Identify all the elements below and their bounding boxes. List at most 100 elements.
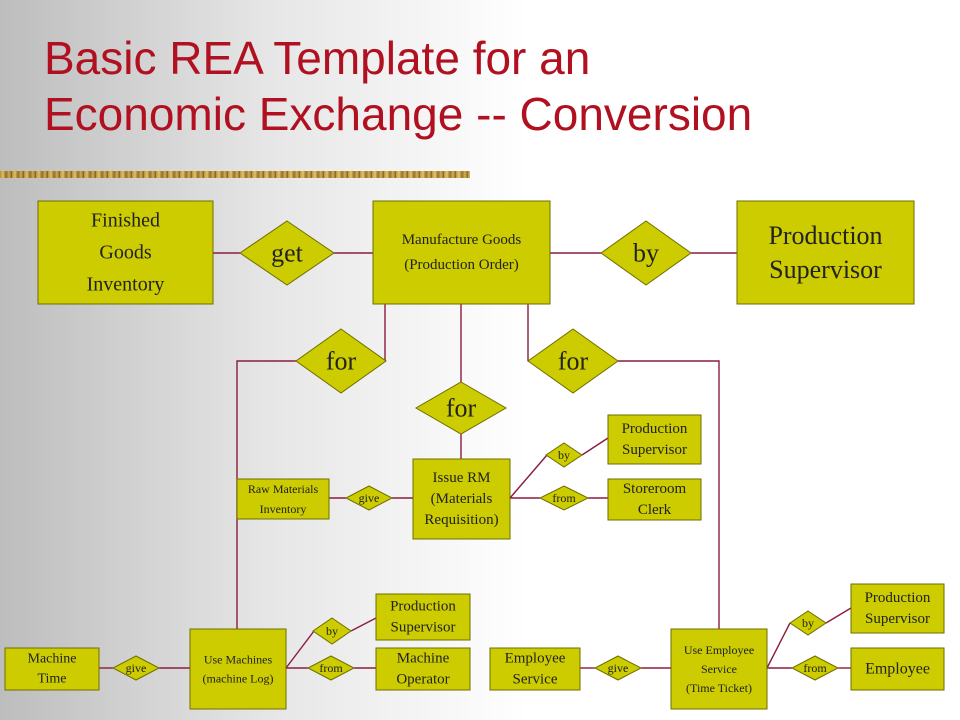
entity-label-line: Supervisor <box>865 611 930 627</box>
connector-by-prodsup-employee <box>825 607 852 624</box>
entity-label-line: Supervisor <box>391 620 456 636</box>
relationship-label: for <box>446 394 477 423</box>
relationship-by-employee: by <box>789 610 827 636</box>
entity-label-line: (Production Order) <box>404 257 519 273</box>
slide-title-line-1: Basic REA Template for an <box>44 32 591 84</box>
connector-by-prodsup-machine <box>350 617 377 632</box>
relationship-by-top: by <box>600 220 692 286</box>
entity-label-line: Inventory <box>260 502 307 516</box>
relationship-from-machine: from <box>306 655 356 681</box>
entity-box <box>236 478 330 520</box>
connector-by-prodsup-mid <box>581 437 609 456</box>
entity-label-line: Clerk <box>638 502 672 518</box>
relationship-for-left: for <box>295 328 387 394</box>
connector-useemployee-by <box>766 622 791 669</box>
entity-label-line: Manufacture Goods <box>402 232 522 248</box>
relationship-label: give <box>359 491 380 505</box>
connector-issue-by <box>509 454 548 499</box>
relationship-diamond <box>111 655 161 681</box>
entity-label-line: Production <box>390 599 456 615</box>
relationship-give-raw: give <box>344 485 394 511</box>
relationship-diamond <box>593 655 643 681</box>
connector-for-left-use-machines <box>236 360 296 629</box>
relationship-give-machine: give <box>111 655 161 681</box>
entity-label-line: Time <box>37 672 66 687</box>
entity-use-machines: Use Machines (machine Log) <box>189 628 287 710</box>
relationship-diamond <box>239 220 335 286</box>
relationship-label: from <box>552 491 576 505</box>
relationship-diamond <box>790 655 840 681</box>
entity-label-line: Inventory <box>87 274 165 296</box>
entity-label-line: Goods <box>99 242 151 264</box>
entity-label-line: (machine Log) <box>203 672 274 686</box>
relationship-diamond <box>306 655 356 681</box>
entity-label-line: Production <box>865 590 931 606</box>
relationship-label: for <box>326 347 357 376</box>
relationship-diamond <box>538 485 590 511</box>
entity-manufacture-goods: Manufacture Goods (Production Order) <box>372 200 551 305</box>
entity-label-line: Machine <box>28 652 77 667</box>
entity-box <box>375 593 471 641</box>
slide-title: Basic REA Template for an Economic Excha… <box>44 30 924 142</box>
entity-box <box>375 647 471 691</box>
relationship-label: by <box>802 616 814 630</box>
entity-label-line: Supervisor <box>622 442 687 458</box>
entity-box <box>736 200 915 305</box>
entity-label-line: Employee <box>865 661 930 678</box>
entity-label-line: (Time Ticket) <box>686 681 752 695</box>
entity-label-line: Service <box>701 662 737 676</box>
entity-box <box>607 478 702 521</box>
entity-box <box>189 628 287 710</box>
relationship-label: give <box>126 661 147 675</box>
entity-label-line: Employee <box>505 651 566 667</box>
entity-label-line: Raw Materials <box>248 482 319 496</box>
entity-employee: Employee <box>850 647 945 691</box>
relationship-diamond <box>312 617 352 645</box>
relationship-get: get <box>239 220 335 286</box>
relationship-diamond <box>415 381 507 435</box>
relationship-from-issue: from <box>538 485 590 511</box>
relationship-label: from <box>803 661 827 675</box>
entity-box <box>4 647 100 691</box>
entity-label-line: Production <box>622 421 688 437</box>
entity-label-line: (Materials <box>431 491 493 507</box>
entity-label-line: Machine <box>397 651 450 667</box>
relationship-label: by <box>633 239 659 268</box>
relationship-label: for <box>558 347 589 376</box>
relationship-for-center: for <box>415 381 507 435</box>
entity-label-line: Operator <box>396 672 449 688</box>
connector-for-right-use-employee <box>618 360 720 629</box>
entity-box <box>850 583 945 634</box>
entity-label-line: Use Employee <box>684 643 754 657</box>
relationship-diamond <box>545 442 583 468</box>
relationship-label: from <box>319 661 343 675</box>
relationship-diamond <box>600 220 692 286</box>
relationship-from-employee: from <box>790 655 840 681</box>
entity-label-line: Requisition) <box>424 512 498 528</box>
entity-box <box>607 414 702 465</box>
entity-box <box>489 647 581 691</box>
entity-label-line: Finished <box>91 210 160 232</box>
relationship-label: give <box>608 661 629 675</box>
relationship-diamond <box>295 328 387 394</box>
connector-manufacture-for-left <box>384 304 386 362</box>
connector-usemachines-by <box>285 630 315 669</box>
entity-label-line: Supervisor <box>769 255 882 284</box>
entity-box <box>412 458 511 540</box>
entity-label-line: Use Machines <box>204 653 273 667</box>
relationship-give-employee: give <box>593 655 643 681</box>
relationship-by-machine: by <box>312 617 352 645</box>
